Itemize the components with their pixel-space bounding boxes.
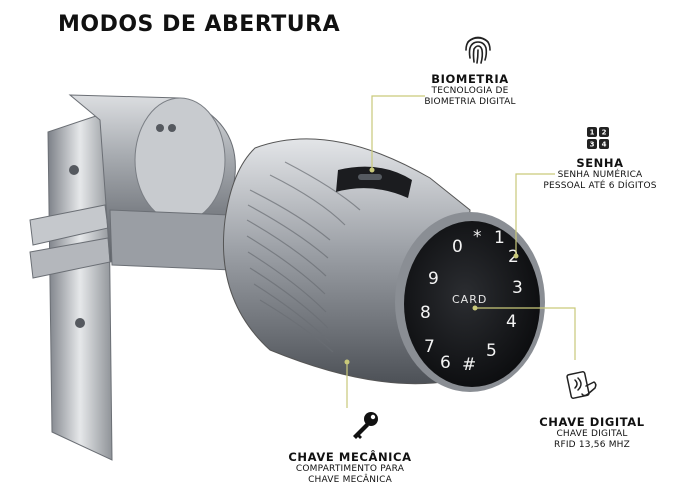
feature-title: CHAVE DIGITAL — [539, 415, 645, 429]
feature-title: SENHA — [576, 156, 624, 170]
callout-chave-digital — [475, 307, 576, 360]
feature-description: COMPARTIMENTO PARA — [295, 464, 405, 474]
keypad-key: 3 — [512, 278, 523, 298]
callout-senha — [515, 173, 555, 254]
page-title: MODOS DE ABERTURA — [58, 12, 341, 37]
feature-description: RFID 13,56 MHZ — [554, 440, 630, 450]
feature-description: CHAVE DIGITAL — [556, 429, 628, 439]
keypad-key: 1 — [494, 228, 505, 248]
feature-chave-mecanica: CHAVE MECÂNICA COMPARTIMENTO PARA CHAVE … — [285, 450, 415, 486]
svg-text:3: 3 — [590, 141, 595, 149]
feature-chave-digital: CHAVE DIGITAL CHAVE DIGITAL RFID 13,56 M… — [532, 415, 652, 451]
fingerprint-icon — [465, 36, 491, 64]
keypad-key: 4 — [506, 312, 517, 332]
rfid-card-icon — [566, 371, 597, 399]
keypad-key: 5 — [486, 341, 497, 361]
key-icon — [353, 412, 378, 439]
svg-text:2: 2 — [602, 129, 607, 137]
feature-title: BIOMETRIA — [431, 72, 509, 86]
svg-text:4: 4 — [602, 141, 607, 149]
keypad-key: 6 — [440, 353, 451, 373]
feature-description: CHAVE MECÂNICA — [308, 475, 392, 485]
feature-description: SENHA NUMÉRICA — [557, 170, 643, 180]
feature-description: BIOMETRIA DIGITAL — [424, 97, 516, 107]
keypad-key: 9 — [428, 269, 439, 289]
card-reader-label: CARD — [452, 293, 487, 306]
keypad-key: * — [473, 227, 482, 247]
svg-text:1: 1 — [590, 129, 595, 137]
keypad-key: 7 — [424, 337, 435, 357]
feature-description: PESSOAL ATÉ 6 DÍGITOS — [543, 181, 657, 191]
callout-biometria — [371, 95, 425, 168]
feature-title: CHAVE MECÂNICA — [288, 450, 412, 464]
feature-description: TECNOLOGIA DE — [431, 86, 509, 96]
keypad-key: 2 — [508, 247, 519, 267]
keypad-key: 0 — [452, 237, 463, 257]
keypad-key: 8 — [420, 303, 431, 323]
feature-senha: SENHA SENHA NUMÉRICA PESSOAL ATÉ 6 DÍGIT… — [540, 156, 660, 192]
keypad-key: # — [462, 355, 476, 375]
feature-biometria: BIOMETRIA TECNOLOGIA DE BIOMETRIA DIGITA… — [405, 72, 535, 108]
